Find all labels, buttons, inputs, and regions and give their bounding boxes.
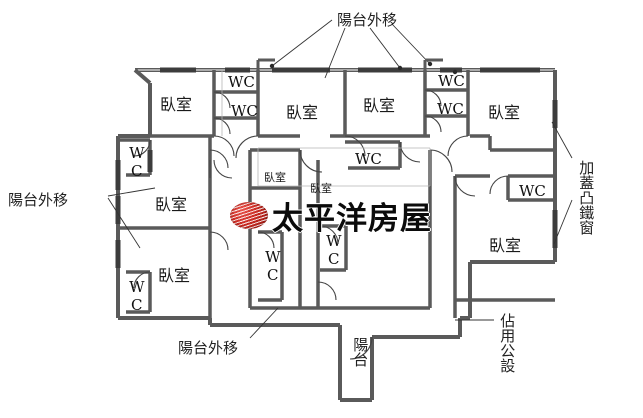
wc-label-mid-lower-a: WC	[263, 248, 282, 284]
annotation-balcony: 陽台	[351, 337, 370, 367]
room-label-bedroom-top-3: 臥室	[363, 96, 396, 115]
wc-label-top-left-b: WC	[231, 102, 258, 120]
room-label-bedroom-top-1: 臥室	[160, 95, 193, 114]
annotation-covered-iron-window: 加蓋凸鐵窗	[577, 160, 596, 235]
wc-label-mid-lower-b: WC	[324, 232, 343, 268]
annotation-balcony-moved-top: 陽台外移	[337, 11, 398, 29]
wc-label-top-right-a: WC	[438, 72, 465, 90]
partition-top-band	[150, 70, 555, 152]
exterior-wall-right-lower	[468, 260, 555, 318]
wc-label-top-left-a: WC	[228, 73, 255, 91]
exterior-wall-bottom	[208, 316, 470, 402]
door-swings	[133, 89, 509, 360]
wc-label-top-right-b: WC	[437, 100, 464, 118]
wc-label-center: WC	[355, 150, 382, 168]
room-label-bedroom-mid-1: 臥室	[264, 171, 286, 184]
wc-label-left-upper: WC	[127, 144, 146, 180]
room-label-bedroom-left-2: 臥室	[158, 266, 191, 285]
room-label-bedroom-right: 臥室	[489, 236, 522, 255]
room-label-bedroom-top-2: 臥室	[286, 103, 319, 122]
walls-group	[107, 19, 573, 402]
annotation-balcony-moved-bottom: 陽台外移	[178, 339, 239, 357]
annotation-balcony-moved-left: 陽台外移	[8, 191, 69, 209]
light-guide-lines	[221, 70, 431, 187]
leader-endpoint-dots	[269, 61, 458, 75]
partition-right-block	[428, 150, 555, 318]
annotation-occupied-public-area: 佔用公設	[498, 313, 517, 373]
room-label-bedroom-left-1: 臥室	[155, 195, 188, 214]
room-label-bedroom-mid-2: 臥室	[310, 182, 332, 195]
balcony-hooks-top	[256, 58, 443, 70]
wc-label-right: WC	[519, 182, 546, 200]
window-openings	[115, 67, 558, 268]
room-label-bedroom-top-4: 臥室	[488, 103, 521, 122]
partition-center-core	[248, 148, 430, 310]
wc-label-left-lower: WC	[127, 278, 146, 314]
annotation-leaders	[107, 19, 573, 339]
exterior-wall-top-left-chamfer	[133, 68, 152, 136]
